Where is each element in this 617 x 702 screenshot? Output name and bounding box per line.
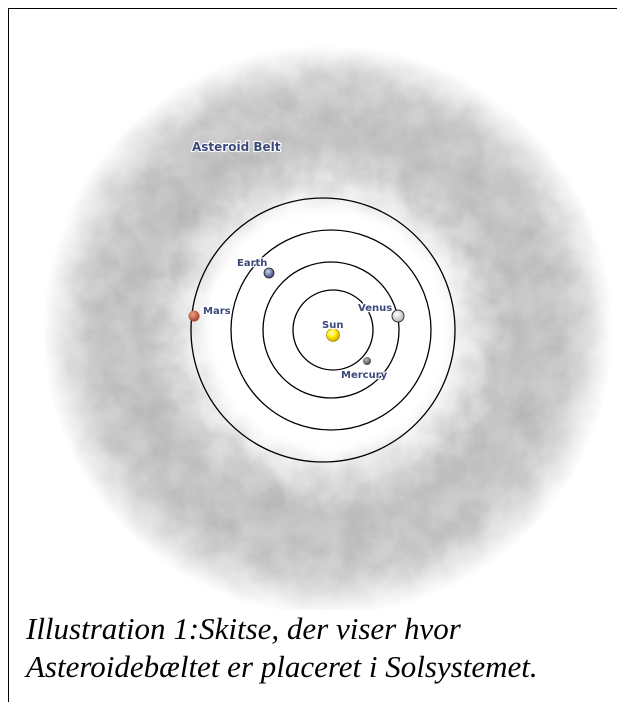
asteroid-belt — [43, 45, 613, 610]
frame-border-left — [8, 8, 9, 702]
figure-caption: Illustration 1:Skitse, der viser hvor As… — [26, 610, 606, 686]
solar-system-diagram: Asteroid Belt Sun Mercury Venus Earth Ma… — [43, 45, 613, 610]
frame-border-top — [8, 8, 617, 9]
mercury-label: Mercury — [341, 370, 388, 381]
sun-body — [326, 328, 340, 342]
venus-label: Venus — [358, 303, 392, 314]
orbits — [190, 197, 456, 463]
caption-line-1: Illustration 1:Skitse, der viser hvor — [26, 611, 461, 646]
sun-label: Sun — [322, 320, 343, 331]
orbit-mars — [190, 197, 456, 463]
mars-label: Mars — [203, 306, 231, 317]
asteroid-belt-label: Asteroid Belt — [192, 140, 281, 154]
caption-line-2: Asteroidebæltet er placeret i Solsysteme… — [26, 649, 538, 684]
orbit-venus — [262, 261, 400, 399]
mercury-body — [363, 357, 371, 365]
venus-body — [391, 309, 405, 323]
earth-label: Earth — [237, 258, 267, 269]
orbit-mercury — [292, 289, 374, 371]
mars-body — [188, 310, 200, 322]
orbit-earth — [230, 229, 432, 431]
earth-body — [263, 267, 275, 279]
